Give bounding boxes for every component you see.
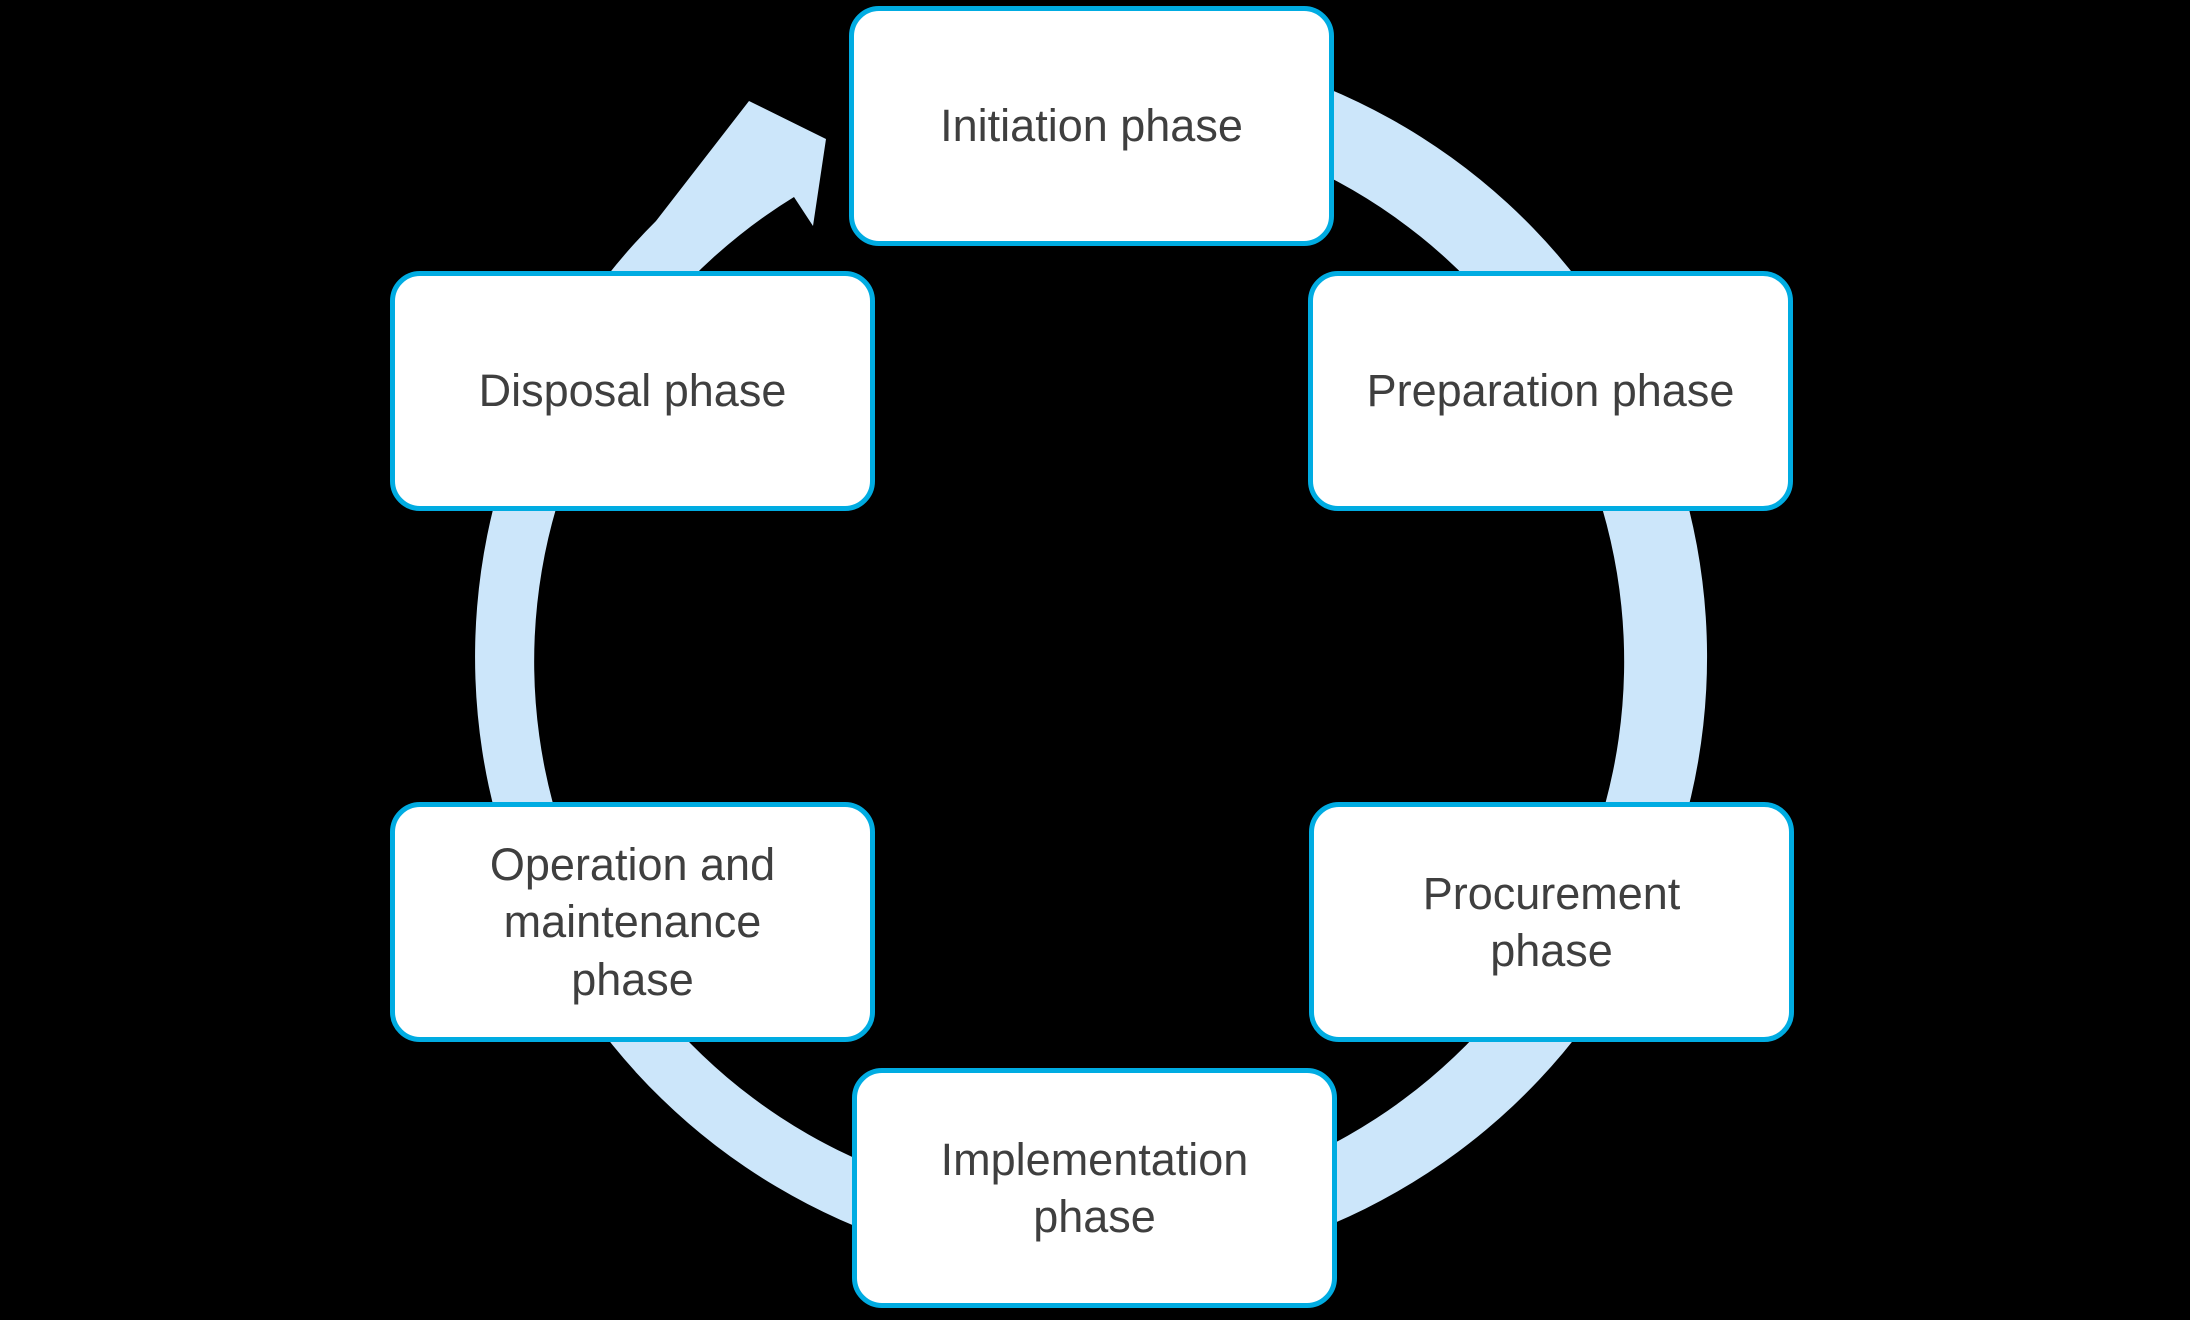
phase-label-preparation: Preparation phase xyxy=(1366,365,1735,417)
phase-label-initiation: Initiation phase xyxy=(940,100,1243,152)
phase-box-initiation: Initiation phase xyxy=(849,6,1334,246)
phase-box-preparation: Preparation phase xyxy=(1308,271,1793,511)
phase-label-disposal: Disposal phase xyxy=(478,365,787,417)
phase-box-implementation: Implementation phase xyxy=(852,1068,1337,1308)
phase-box-disposal: Disposal phase xyxy=(390,271,875,511)
phase-label-implementation: Implementation phase xyxy=(940,1133,1249,1242)
phase-label-procurement: Procurement phase xyxy=(1422,867,1681,976)
phase-label-operation-maintenance: Operation and maintenance phase xyxy=(489,839,776,1005)
phase-box-procurement: Procurement phase xyxy=(1309,802,1794,1042)
phase-box-operation-maintenance: Operation and maintenance phase xyxy=(390,802,875,1042)
